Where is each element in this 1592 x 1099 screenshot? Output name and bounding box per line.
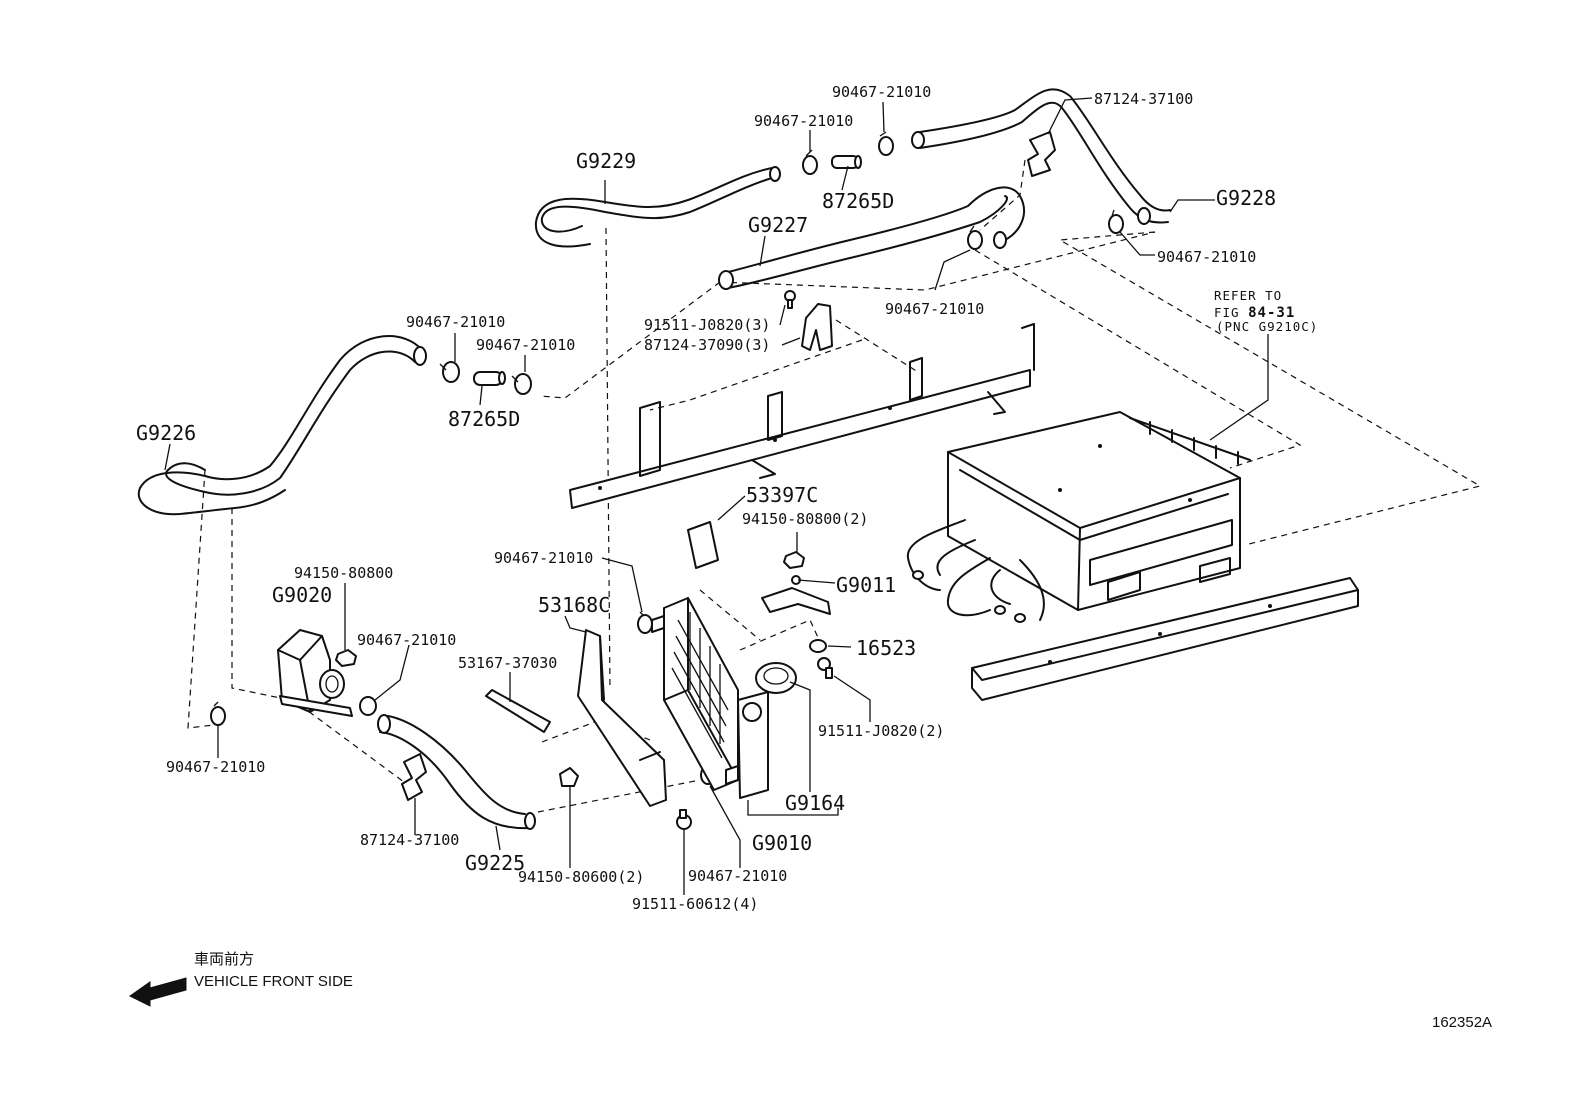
joint-87265d-top — [831, 155, 862, 169]
hose-g9225 — [377, 714, 536, 830]
clip-lower-left-icon — [401, 753, 427, 801]
clamp-right-icon — [1108, 209, 1124, 234]
nut-bottom-icon — [559, 767, 579, 787]
label-clip-lower-left: 87124-37100 — [360, 831, 459, 849]
labels: G9229 G9228 G9227 G9226 G9225 G9020 G901… — [136, 83, 1318, 913]
direction-indicator: 車両前方 VEHICLE FRONT SIDE — [129, 950, 353, 1007]
pump-g9020 — [277, 629, 353, 717]
stay-53167 — [485, 689, 551, 733]
label-clamp-bottom: 90467-21010 — [688, 867, 787, 885]
label-clamp-top-left: 90467-21010 — [754, 112, 853, 130]
label-clamp-lower-left: 90467-21010 — [166, 758, 265, 776]
cooler-cap-icon — [755, 662, 797, 694]
label-nut-pump: 94150-80800 — [294, 564, 393, 582]
clip-top-right-icon — [1027, 131, 1056, 177]
clip-bracket-icon — [801, 303, 833, 351]
hose-g9229 — [534, 166, 781, 248]
hose-upper-right — [911, 88, 1171, 225]
direction-english: VEHICLE FRONT SIDE — [194, 973, 353, 990]
label-bolt-right: 91511-J0820(2) — [818, 722, 944, 740]
refer-line-2: FIG 84-31 — [1214, 305, 1295, 321]
refer-line-2-prefix: FIG — [1214, 305, 1248, 320]
clamp-cooler-icon — [637, 611, 653, 634]
label-g9010: G9010 — [752, 831, 812, 855]
clamps — [210, 131, 1124, 785]
label-clip-bracket: 87124-37090(3) — [644, 336, 770, 354]
label-stay: 53167-37030 — [458, 654, 557, 672]
bolt-right-icon — [817, 657, 833, 679]
refer-line-3: (PNC G9210C) — [1216, 319, 1318, 334]
label-bolt-bottom: 91511-60612(4) — [632, 895, 758, 913]
leader-lines — [164, 97, 1269, 895]
label-bolt-bracket: 91511-J0820(3) — [644, 316, 770, 334]
label-g9225: G9225 — [465, 851, 525, 875]
cover-53397c — [687, 521, 719, 569]
label-g9227: G9227 — [748, 213, 808, 237]
clamp-pump-icon — [359, 696, 377, 716]
arrow-left-icon — [129, 977, 187, 1007]
clamp-top-left-icon — [802, 149, 818, 175]
connector-block-icon — [1129, 417, 1251, 465]
refer-line-1: REFER TO — [1214, 288, 1282, 303]
clamp-g9227-icon — [967, 225, 983, 250]
label-g9226: G9226 — [136, 421, 196, 445]
label-clamp-right: 90467-21010 — [1157, 248, 1256, 266]
cooler-fins-icon — [671, 612, 729, 759]
label-clamp-top-center: 90467-21010 — [832, 83, 931, 101]
label-clamp-left-b: 90467-21010 — [476, 336, 575, 354]
clamp-left-b-icon — [511, 373, 532, 395]
label-g9164: G9164 — [785, 791, 845, 815]
hose-g9227 — [718, 186, 1025, 290]
direction-japanese: 車両前方 — [194, 950, 254, 968]
label-clamp-g9227: 90467-21010 — [885, 300, 984, 318]
hose-g9226 — [137, 335, 427, 516]
label-g9011: G9011 — [836, 573, 896, 597]
mounting-rail-lower — [971, 577, 1359, 701]
label-nut-top: 94150-80800(2) — [742, 510, 868, 528]
label-g9020: G9020 — [272, 583, 332, 607]
nut-top-icon — [783, 551, 805, 569]
label-clamp-pump: 90467-21010 — [357, 631, 456, 649]
part-16523-icon — [809, 639, 827, 653]
label-g9228: G9228 — [1216, 186, 1276, 210]
label-16523: 16523 — [856, 636, 916, 660]
nut-pump-icon — [335, 649, 357, 667]
bolt-bracket-icon — [784, 290, 796, 309]
joint-87265d-left — [473, 371, 506, 386]
label-nut-bottom: 94150-80600(2) — [518, 868, 644, 886]
figure-id: 162352A — [1432, 1014, 1492, 1031]
bolt-bottom-icon — [676, 809, 692, 830]
clamp-left-a-icon — [439, 361, 460, 383]
wire-harness — [906, 519, 1045, 623]
label-clamp-left-a: 90467-21010 — [406, 313, 505, 331]
label-87265d-left: 87265D — [448, 407, 520, 431]
label-clip-top-right: 87124-37100 — [1094, 90, 1193, 108]
control-unit-box — [947, 411, 1251, 611]
clamp-top-center-icon — [878, 131, 894, 156]
refer-line-2-fig: 84-31 — [1248, 305, 1295, 321]
bracket-53168c — [577, 629, 667, 807]
label-53397c: 53397C — [746, 483, 818, 507]
oil-cooler — [651, 597, 769, 799]
assembly-lines — [187, 159, 1482, 813]
mounting-rail-upper — [569, 323, 1035, 509]
label-87265d-top: 87265D — [822, 189, 894, 213]
label-clamp-cooler: 90467-21010 — [494, 549, 593, 567]
label-g9229: G9229 — [576, 149, 636, 173]
clamp-lower-left-icon — [210, 701, 226, 726]
label-53168c: 53168C — [538, 593, 610, 617]
